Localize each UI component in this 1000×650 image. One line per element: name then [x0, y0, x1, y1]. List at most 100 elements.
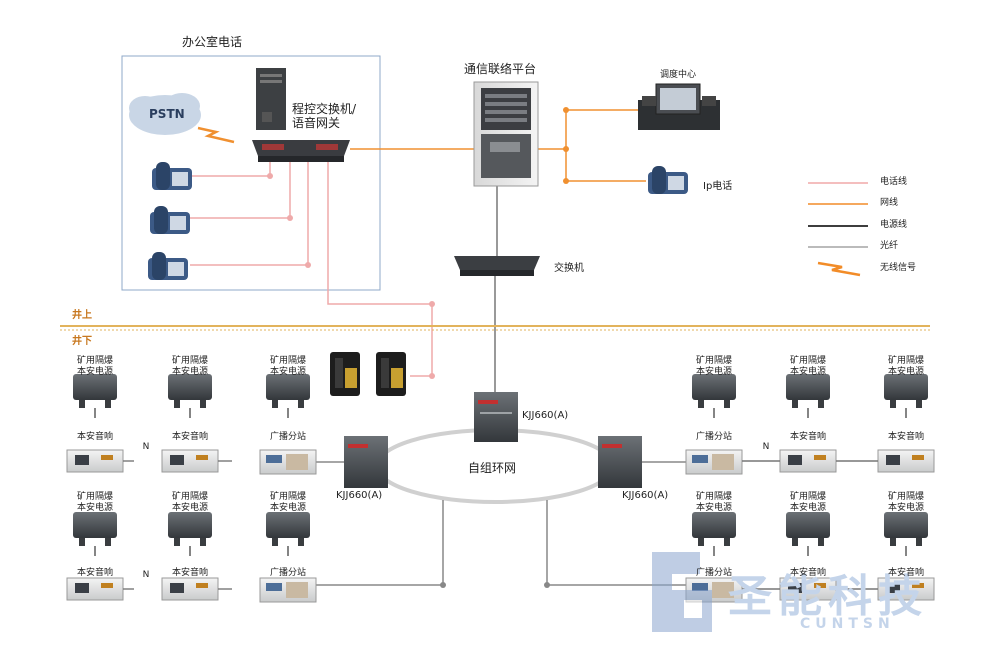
voice-gateway-icon — [252, 140, 350, 162]
speaker-label-l0-0: 本安音响 — [76, 432, 114, 442]
pstn-cloud — [129, 93, 201, 135]
psu-label-r0-2-a: 矿用隔爆 — [887, 356, 925, 366]
psu-icon-l1-1 — [168, 512, 212, 556]
ring-node-left-icon — [344, 436, 388, 488]
speaker-label-r1-2: 本安音响 — [887, 568, 925, 578]
psu-label-l1-1-a: 矿用隔爆 — [171, 492, 209, 502]
psu-icon-r1-0 — [692, 512, 736, 556]
mine-phone-icon-2 — [376, 352, 406, 396]
station-icon-l0 — [259, 449, 317, 475]
link-n-l0: N — [142, 442, 150, 452]
psu-icon-l1-2 — [266, 512, 310, 556]
phone-line-joints — [267, 173, 435, 379]
ground-below-label: 井下 — [72, 336, 92, 347]
station-label-r0: 广播分站 — [695, 432, 733, 442]
psu-label-l0-0-b: 本安电源 — [76, 367, 114, 377]
pbx-label-line2: 语音网关 — [292, 116, 341, 130]
switch-label: 交换机 — [554, 263, 584, 274]
legend-label-power: 电源线 — [880, 220, 908, 230]
psu-label-l1-2-b: 本安电源 — [269, 503, 307, 513]
mine-phone-icon-1 — [330, 352, 360, 396]
device-layer — [66, 374, 935, 603]
psu-label-r0-0-b: 本安电源 — [695, 367, 733, 377]
speaker-icon-l0-1 — [161, 449, 219, 473]
psu-label-l0-2-a: 矿用隔爆 — [269, 356, 307, 366]
watermark-text: 圣能科技 — [728, 571, 928, 622]
station-label-r1: 广播分站 — [695, 568, 733, 578]
psu-icon-l1-0 — [73, 512, 117, 556]
psu-label-l0-1-a: 矿用隔爆 — [171, 356, 209, 366]
speaker-label-l0-1: 本安音响 — [171, 432, 209, 442]
speaker-icon-l1-0 — [66, 577, 124, 601]
backbone-lines — [494, 185, 498, 392]
platform-cabinet-icon — [473, 81, 539, 187]
station-icon-l1 — [259, 577, 317, 603]
link-n-r0: N — [762, 442, 770, 452]
speaker-label-l1-1: 本安音响 — [171, 568, 209, 578]
legend-label-phone: 电话线 — [880, 177, 908, 187]
psu-label-r1-1-a: 矿用隔爆 — [789, 492, 827, 502]
psu-label-r0-0-a: 矿用隔爆 — [695, 356, 733, 366]
office-phone-icon-2 — [150, 206, 190, 234]
link-n-l1: N — [142, 570, 150, 580]
psu-icon-r0-2 — [884, 374, 928, 418]
phone-lines — [190, 160, 433, 377]
ring-label: 自组环网 — [468, 461, 517, 475]
office-phone-icon-1 — [152, 162, 192, 190]
psu-icon-r0-0 — [692, 374, 736, 418]
ground-above-label: 井上 — [72, 310, 92, 321]
pstn-wireless-icon — [197, 126, 235, 144]
speaker-icon-r0-1 — [779, 449, 837, 473]
ring-node-left-label: KJJ660(A) — [336, 490, 383, 501]
speaker-icon-r0-2 — [877, 449, 935, 473]
watermark-sub: CUNTSN — [800, 616, 895, 632]
dispatch-title: 调度中心 — [660, 70, 697, 80]
platform-title: 通信联络平台 — [464, 62, 537, 76]
psu-icon-r1-1 — [786, 512, 830, 556]
psu-label-r0-1-b: 本安电源 — [789, 367, 827, 377]
legend-lines — [808, 182, 868, 277]
psu-label-l1-0-b: 本安电源 — [76, 503, 114, 513]
psu-icon-l0-2 — [266, 374, 310, 418]
ground-line — [60, 325, 930, 331]
network-joints — [563, 107, 569, 184]
psu-label-l1-0-a: 矿用隔爆 — [76, 492, 114, 502]
psu-label-r1-0-b: 本安电源 — [695, 503, 733, 513]
speaker-label-l1-0: 本安音响 — [76, 568, 114, 578]
psu-label-r1-2-b: 本安电源 — [887, 503, 925, 513]
dispatch-console-icon — [638, 83, 720, 130]
pbx-server-icon — [256, 68, 286, 130]
psu-label-r0-2-b: 本安电源 — [887, 367, 925, 377]
office-phone-icon-3 — [148, 252, 188, 280]
psu-label-r1-2-a: 矿用隔爆 — [887, 492, 925, 502]
ring-node-right-icon — [598, 436, 642, 488]
legend-label-fiber: 光纤 — [880, 241, 899, 251]
speaker-label-r0-1: 本安音响 — [789, 432, 827, 442]
switch-icon — [454, 256, 540, 276]
ip-phone-label: Ip电话 — [703, 181, 733, 192]
station-label-l1: 广播分站 — [269, 568, 307, 578]
legend-line-wireless — [817, 261, 861, 277]
psu-label-r1-1-b: 本安电源 — [789, 503, 827, 513]
ring-node-top-icon — [474, 392, 518, 442]
speaker-label-r1-1: 本安音响 — [789, 568, 827, 578]
psu-icon-l0-0 — [73, 374, 117, 418]
watermark-logo — [652, 552, 712, 632]
pstn-label: PSTN — [149, 107, 185, 121]
speaker-icon-l1-1 — [161, 577, 219, 601]
ip-phone-icon — [648, 166, 688, 194]
psu-label-l1-1-b: 本安电源 — [171, 503, 209, 513]
speaker-label-r0-2: 本安音响 — [887, 432, 925, 442]
psu-label-l1-2-a: 矿用隔爆 — [269, 492, 307, 502]
psu-label-r1-0-a: 矿用隔爆 — [695, 492, 733, 502]
pbx-label-line1: 程控交换机/ — [292, 102, 357, 116]
psu-label-l0-0-a: 矿用隔爆 — [76, 356, 114, 366]
psu-label-l0-1-b: 本安电源 — [171, 367, 209, 377]
station-label-l0: 广播分站 — [269, 432, 307, 442]
office-frame — [121, 55, 381, 291]
station-icon-r0 — [685, 449, 743, 475]
ring-node-right-label: KJJ660(A) — [622, 490, 669, 501]
legend-label-wireless: 无线信号 — [880, 263, 917, 273]
ring-node-top-label: KJJ660(A) — [522, 410, 569, 421]
